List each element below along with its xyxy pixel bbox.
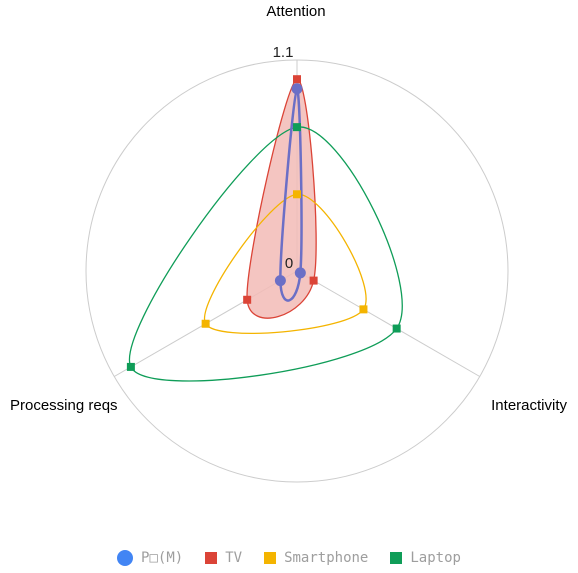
legend-swatch-laptop (390, 552, 403, 564)
legend-swatch-pm (117, 550, 134, 566)
point-laptop-attention (293, 123, 301, 132)
radar-labels: Attention Interactivity Processing reqs … (10, 3, 567, 414)
point-tv-interactivity (309, 276, 318, 285)
radar-series (128, 78, 403, 382)
point-pm-interactivity (294, 267, 306, 279)
axis-label-attention: Attention (266, 3, 325, 20)
legend: P□(M) TV Smartphone Laptop (0, 546, 578, 570)
series-line-smartphone (203, 193, 367, 335)
legend-label-pm: P□(M) (141, 550, 184, 566)
point-tv-processing-reqs (243, 295, 252, 304)
legend-swatch-tv (205, 552, 218, 564)
axis-spoke-interactivity (296, 270, 480, 377)
point-pm-processing-reqs (274, 275, 286, 287)
radial-tick-min: 0 (285, 255, 293, 272)
radial-tick-max: 1.1 (273, 44, 294, 61)
point-smartphone-interactivity (359, 305, 368, 314)
series-line-laptop (128, 126, 403, 382)
legend-label-laptop: Laptop (410, 550, 461, 566)
legend-item-smartphone[interactable]: Smartphone (264, 550, 368, 566)
legend-label-smartphone: Smartphone (284, 550, 369, 566)
legend-item-tv[interactable]: TV (205, 550, 242, 566)
legend-label-tv: TV (225, 550, 243, 566)
series-line-tv (246, 78, 317, 319)
legend-swatch-smartphone (264, 552, 277, 564)
point-tv-attention (293, 75, 301, 84)
legend-item-pm[interactable]: P□(M) (117, 550, 183, 566)
series-line-pm (279, 87, 303, 302)
point-smartphone-processing-reqs (201, 319, 210, 328)
radar-markers (126, 75, 401, 371)
point-laptop-processing-reqs (126, 362, 135, 371)
axis-label-processing-reqs: Processing reqs (10, 397, 118, 414)
point-pm-attention (291, 83, 303, 95)
point-laptop-interactivity (392, 324, 401, 333)
axis-label-interactivity: Interactivity (491, 397, 567, 414)
point-smartphone-attention (293, 190, 301, 199)
legend-item-laptop[interactable]: Laptop (390, 550, 461, 566)
